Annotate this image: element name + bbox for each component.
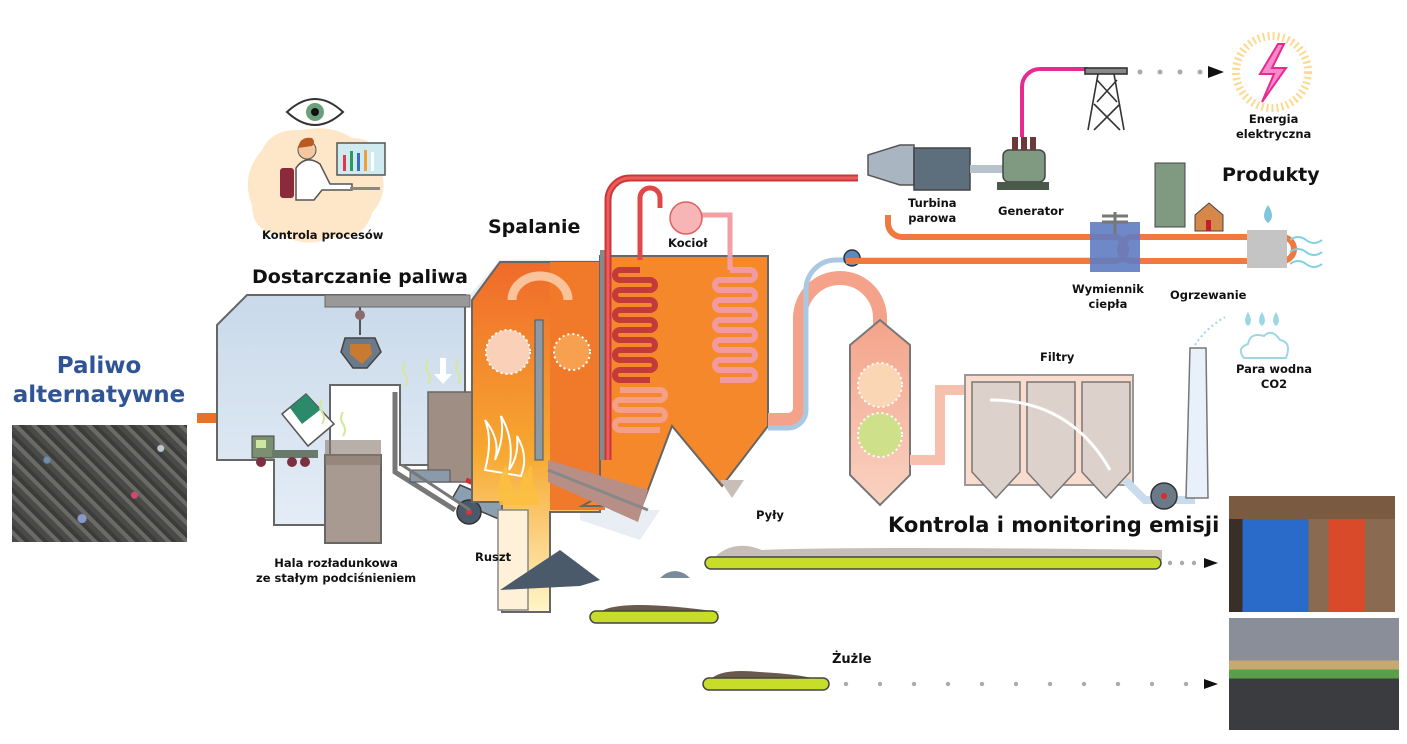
flue-duct <box>768 271 887 427</box>
combustion-chamber <box>470 260 660 613</box>
label-heat-exchanger-line1: Wymiennik <box>1072 282 1144 296</box>
power-flow-dots <box>1137 66 1224 78</box>
label-generator: Generator <box>998 204 1064 218</box>
label-grate: Ruszt <box>475 550 512 564</box>
label-steam-line1: Para wodna <box>1236 362 1313 376</box>
label-energy-line2: elektryczna <box>1236 127 1312 141</box>
label-steam-co2: Para wodna CO2 <box>1236 362 1312 392</box>
power-pylon <box>1084 67 1128 131</box>
slag-conveyor-1 <box>500 550 720 624</box>
stage-products: Produkty <box>1222 164 1320 186</box>
stage-emission-control: Kontrola i monitoring emisji <box>888 513 1220 537</box>
stack <box>1122 316 1226 510</box>
label-unloading-hall-line1: Hala rozładunkowa <box>274 556 398 570</box>
process-control-icon <box>247 98 386 243</box>
slag-conveyor-2 <box>702 671 830 691</box>
scrubber <box>849 318 970 507</box>
label-energy: Energia elektryczna <box>1236 112 1311 142</box>
label-turbine-line1: Turbina <box>908 196 957 210</box>
bag-filters <box>964 374 1134 500</box>
waste-fuel-photo <box>12 425 187 542</box>
dust-conveyor <box>704 545 1162 570</box>
input-title: Paliwo alternatywne <box>6 352 192 410</box>
label-process-control: Kontrola procesów <box>262 228 384 242</box>
stage-fuel-delivery: Dostarczanie paliwa <box>252 266 468 288</box>
unloading-hall <box>216 294 474 544</box>
turbine <box>867 144 1005 191</box>
label-turbine: Turbina parowa <box>908 196 957 226</box>
lightning-icon <box>1232 32 1312 112</box>
label-steam-line2: CO2 <box>1260 377 1288 391</box>
return-pipe <box>768 257 1136 431</box>
generator <box>997 67 1088 190</box>
road-construction-photo <box>1229 618 1399 730</box>
label-unloading-hall-line2: ze stałym podciśnieniem <box>256 571 417 585</box>
label-heat-exchanger-line2: ciepła <box>1088 297 1128 311</box>
warehouse-forklift-photo <box>1229 496 1395 612</box>
steam-cloud-icon <box>1239 312 1289 359</box>
label-heat-exchanger: Wymiennik ciepła <box>1072 282 1144 312</box>
label-heating: Ogrzewanie <box>1170 288 1247 302</box>
heating-loop <box>846 162 1323 272</box>
dust-flow-dots <box>1167 558 1218 568</box>
input-title-line1: Paliwo <box>56 353 142 379</box>
boiler <box>547 174 858 522</box>
label-dust: Pyły <box>756 508 784 522</box>
label-boiler: Kocioł <box>668 236 708 250</box>
label-energy-line1: Energia <box>1248 112 1299 126</box>
label-turbine-line2: parowa <box>908 211 957 225</box>
input-title-line2: alternatywne <box>12 382 186 408</box>
label-filters: Filtry <box>1040 350 1075 364</box>
label-unloading-hall: Hala rozładunkowa ze stałym podciśnienie… <box>256 556 416 586</box>
stage-combustion: Spalanie <box>488 216 581 238</box>
label-slag: Żużle <box>832 652 872 667</box>
slag-flow-dots <box>843 679 1218 689</box>
